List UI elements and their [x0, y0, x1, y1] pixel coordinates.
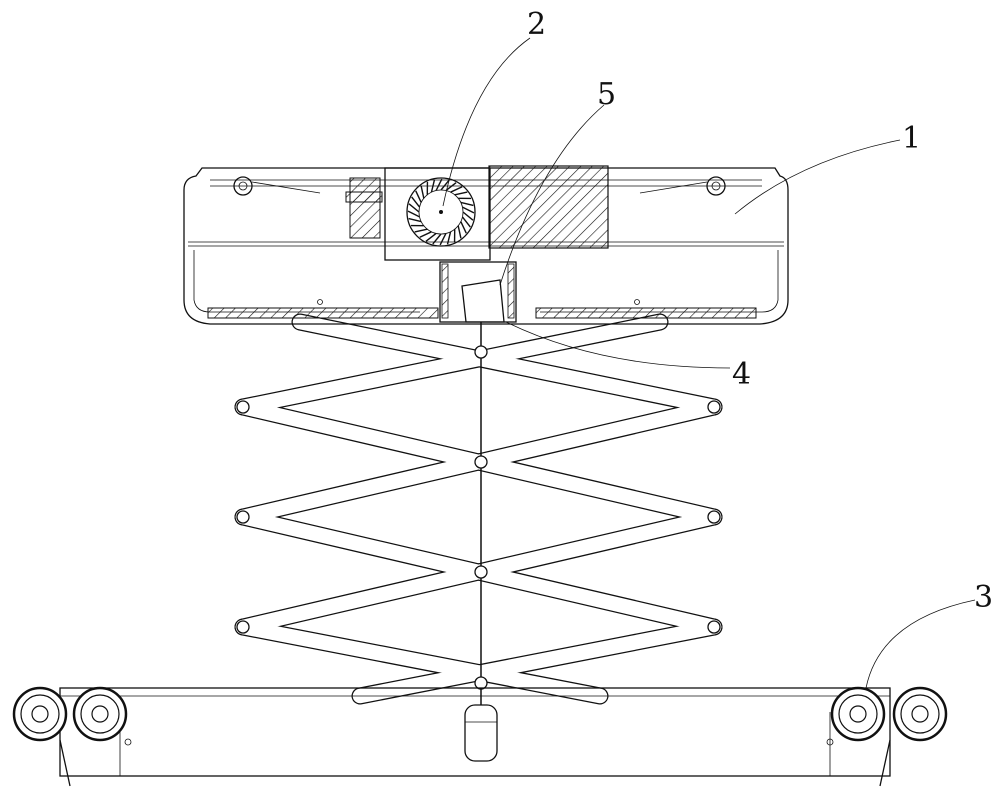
pivot-joint: [475, 566, 487, 578]
pivot-joint: [708, 401, 720, 413]
roller: [894, 688, 946, 740]
fan-blade: [451, 187, 463, 192]
fan-blade: [420, 232, 432, 237]
fan-blade: [426, 233, 436, 241]
scissor-lift: [237, 322, 720, 705]
pivot-joint: [475, 456, 487, 468]
fan-blade: [415, 229, 428, 232]
fan-blade: [461, 202, 474, 205]
fan-blade: [408, 211, 420, 217]
fan-blade: [458, 226, 461, 239]
roller: [832, 688, 884, 740]
fan-blade: [455, 192, 468, 195]
fan-blade: [448, 232, 451, 245]
pivot-joint: [475, 677, 487, 689]
label-2: 2: [527, 7, 546, 42]
fan-blade: [462, 207, 474, 213]
pivot-joint: [237, 621, 249, 633]
pivot-joint: [237, 511, 249, 523]
fan-blade: [440, 233, 446, 245]
fan-blade: [462, 217, 470, 227]
pivot-joint: [237, 401, 249, 413]
fan-blade: [416, 191, 421, 203]
base-frame: [14, 688, 946, 786]
pivot-joint: [708, 511, 720, 523]
fan-blade: [421, 186, 424, 199]
pivot-joint: [708, 621, 720, 633]
label-3: 3: [974, 580, 993, 615]
fan-blade: [412, 197, 420, 207]
roller: [74, 688, 126, 740]
housing: [184, 166, 788, 324]
fan-blade: [461, 222, 466, 234]
pivot-joint: [475, 346, 487, 358]
label-4: 4: [732, 357, 751, 392]
label-1: 1: [902, 121, 921, 156]
fan-blade: [436, 179, 442, 191]
roller: [14, 688, 66, 740]
fan-blade: [409, 219, 422, 222]
label-5: 5: [597, 77, 616, 112]
